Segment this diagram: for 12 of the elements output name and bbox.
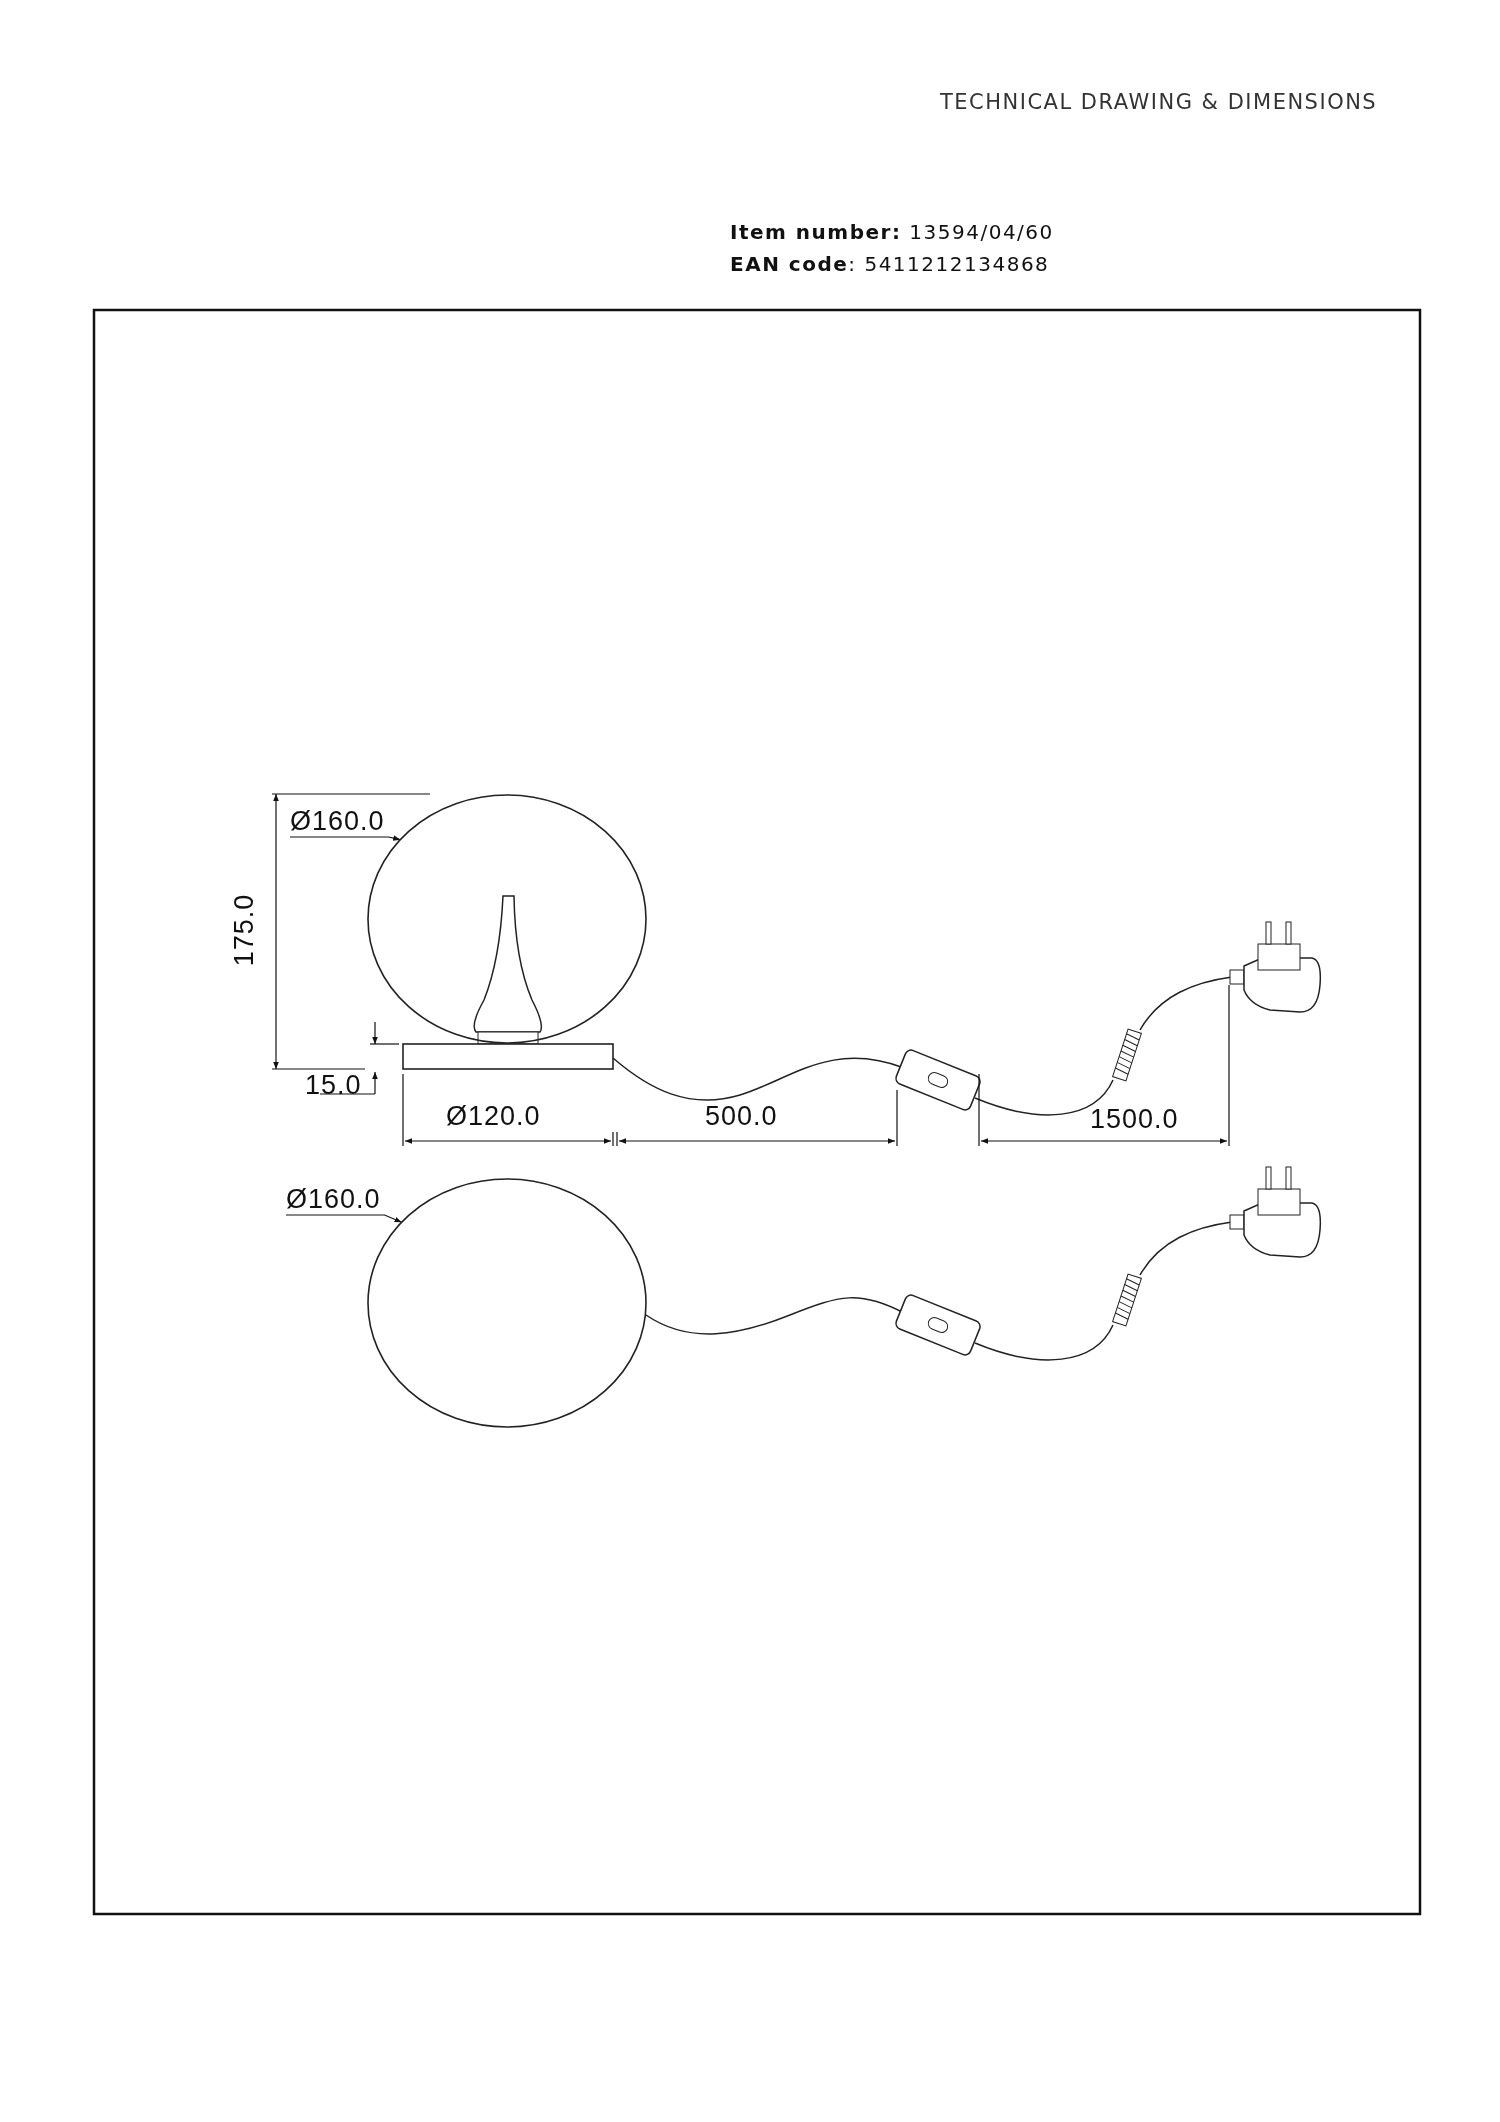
dimension-text: Ø160.0 bbox=[286, 1186, 381, 1215]
dimension-text: 175.0 bbox=[230, 893, 258, 967]
dimension-text: 15.0 bbox=[305, 1072, 362, 1099]
leader-line bbox=[289, 835, 401, 841]
dimension-text: 1500.0 bbox=[1090, 1106, 1179, 1133]
dimension-text: 500.0 bbox=[705, 1103, 778, 1130]
dimension-text: Ø120.0 bbox=[446, 1103, 541, 1130]
item-number-text: Item number: 13594/04/60 bbox=[730, 222, 1054, 242]
leader-line bbox=[285, 1214, 403, 1223]
dimension-text: Ø160.0 bbox=[290, 808, 385, 837]
ean-code-text: EAN code: 5411212134868 bbox=[730, 254, 1050, 274]
document-heading: TECHNICAL DRAWING & DIMENSIONS bbox=[940, 92, 1378, 113]
